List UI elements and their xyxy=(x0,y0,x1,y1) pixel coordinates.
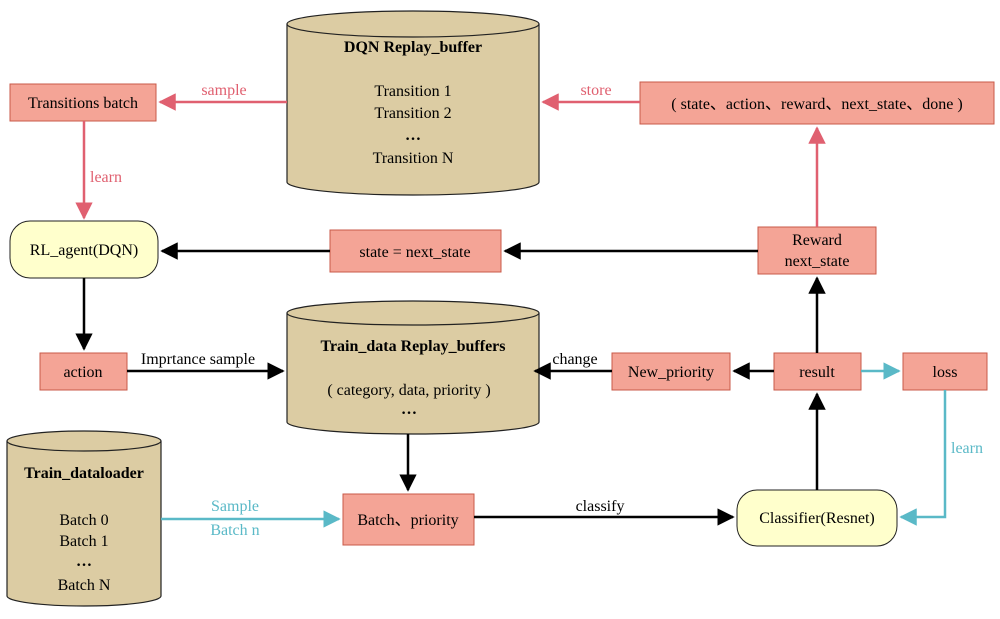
sample-arrow: sample xyxy=(160,82,287,102)
action-box: action xyxy=(40,353,127,390)
tuple-label: ( state、action、reward、next_state、done ) xyxy=(671,96,962,113)
dqn-replay-buffer-cylinder: DQN Replay_buffer Transition 1 Transitio… xyxy=(287,11,539,195)
classify-edge-label: classify xyxy=(576,498,625,515)
importance-sample-arrow: Imprtance sample xyxy=(127,351,283,371)
classifier-node: Classifier(Resnet) xyxy=(737,490,897,546)
state-next-label: state = next_state xyxy=(359,244,470,261)
dqn-buffer-title: DQN Replay_buffer xyxy=(344,39,482,56)
classify-arrow: classify xyxy=(474,498,733,517)
result-box: result xyxy=(774,353,861,390)
dataloader-item: Batch N xyxy=(58,577,111,594)
sample-batch-arrow: Sample Batch n xyxy=(161,498,339,539)
learn-top-arrow: learn xyxy=(84,121,122,218)
action-label: action xyxy=(63,364,102,381)
change-arrow: change xyxy=(535,351,612,371)
train-data-replay-buffers-cylinder: Train_data Replay_buffers ( category, da… xyxy=(287,301,539,434)
state-next-box: state = next_state xyxy=(330,230,501,272)
new-priority-box: New_priority xyxy=(612,353,730,390)
learn-top-edge-label: learn xyxy=(90,169,122,186)
train-data-buffer-title: Train_data Replay_buffers xyxy=(320,338,505,355)
batch-priority-label: Batch、priority xyxy=(357,512,458,529)
sample-batch-edge-label: Sample xyxy=(211,498,259,515)
dqn-buffer-item: Transition 2 xyxy=(374,105,451,122)
dqn-buffer-item: Transition N xyxy=(373,150,454,167)
next-state-label: next_state xyxy=(785,253,850,270)
train-data-buffer-item: ( category, data, priority ) xyxy=(327,382,490,399)
batch-n-edge-label: Batch n xyxy=(210,522,259,539)
dataloader-title: Train_dataloader xyxy=(24,465,144,482)
train-data-buffer-item: … xyxy=(401,401,417,418)
reward-box: Reward next_state xyxy=(758,227,876,274)
rl-agent-node: RL_agent(DQN) xyxy=(10,221,158,278)
dataloader-item: … xyxy=(76,553,92,570)
dqn-buffer-item: … xyxy=(405,127,421,144)
store-arrow: store xyxy=(543,82,640,102)
new-priority-label: New_priority xyxy=(628,364,714,381)
reward-label: Reward xyxy=(792,232,842,249)
dataloader-item: Batch 0 xyxy=(59,512,108,529)
learn-right-arrow: learn xyxy=(901,390,983,517)
train-dataloader-cylinder: Train_dataloader Batch 0 Batch 1 … Batch… xyxy=(7,431,161,606)
rl-agent-label: RL_agent(DQN) xyxy=(30,242,138,259)
learn-right-edge-label: learn xyxy=(951,440,983,457)
store-edge-label: store xyxy=(580,82,611,99)
change-edge-label: change xyxy=(552,351,597,368)
sample-edge-label: sample xyxy=(201,82,246,99)
dqn-buffer-item: Transition 1 xyxy=(374,83,451,100)
loss-label: loss xyxy=(933,364,958,381)
loss-box: loss xyxy=(903,353,987,390)
tuple-box: ( state、action、reward、next_state、done ) xyxy=(640,82,994,124)
transitions-batch-box: Transitions batch xyxy=(10,84,156,121)
result-label: result xyxy=(799,364,835,381)
transitions-batch-label: Transitions batch xyxy=(28,95,138,112)
batch-priority-box: Batch、priority xyxy=(343,494,474,545)
dataloader-item: Batch 1 xyxy=(59,533,108,550)
classifier-label: Classifier(Resnet) xyxy=(759,510,875,527)
importance-edge-label: Imprtance sample xyxy=(141,351,255,368)
